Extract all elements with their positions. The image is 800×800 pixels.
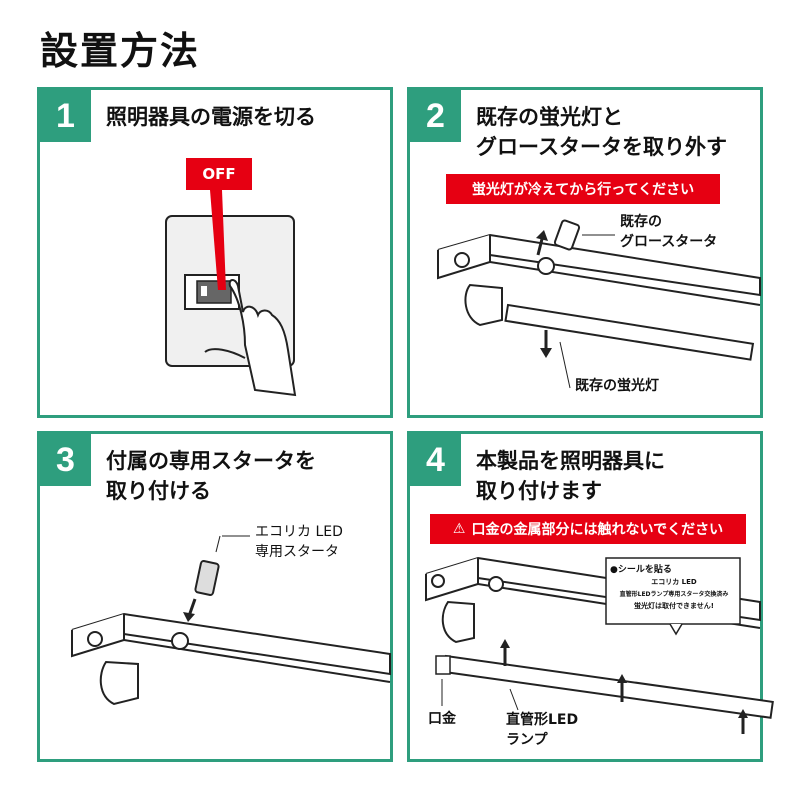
install-lamp-illustration <box>425 556 774 734</box>
step-4-panel: 4 本製品を照明器具に 取り付けます ⚠ 口金の金属部分には触れないでください … <box>407 431 774 762</box>
step-number: 4 <box>410 434 461 486</box>
step-heading: 照明器具の電源を切る <box>106 105 316 129</box>
step-number: 1 <box>40 90 91 142</box>
off-label: OFF <box>202 165 236 183</box>
warning-banner: 蛍光灯が冷えてから行ってください <box>446 174 720 204</box>
removal-illustration <box>437 219 761 389</box>
sticker: ●シールを貼る エコリカ LED 直管形LEDランプ専用スタータ交換済み 蛍光灯… <box>610 562 738 611</box>
lamp-label: 直管形LED ランプ <box>506 712 579 748</box>
page-title: 設置方法 <box>40 29 201 73</box>
step-heading: 付属の専用スタータを 取り付ける <box>106 449 316 503</box>
cap-label: 口金 <box>428 711 456 727</box>
install-starter-illustration <box>71 535 391 706</box>
switch-illustration <box>165 158 297 397</box>
starter-label: 既存の グロースタータ <box>620 214 718 250</box>
lamp-label: 既存の蛍光灯 <box>575 378 659 394</box>
step-heading: 既存の蛍光灯と グロースタータを取り外す <box>476 105 727 159</box>
step-heading: 本製品を照明器具に 取り付けます <box>476 449 665 503</box>
step-number: 2 <box>410 90 461 142</box>
step-2-panel: 2 既存の蛍光灯と グロースタータを取り外す 蛍光灯が冷えてから行ってください … <box>407 87 763 418</box>
starter-label: エコリカ LED 専用スタータ <box>255 524 343 560</box>
sticker-line1: 直管形LEDランプ専用スタータ交換済み <box>619 591 729 598</box>
sticker-line2: 蛍光灯は取付できません! <box>634 602 714 610</box>
step-number: 3 <box>40 434 91 486</box>
sticker-title: ●シールを貼る <box>610 565 672 575</box>
step-1-panel: 1 照明器具の電源を切る OFF <box>37 87 393 418</box>
sticker-brand: エコリカ LED <box>651 578 697 586</box>
warning-icon: ⚠ <box>452 521 466 537</box>
step-3-panel: 3 付属の専用スタータを 取り付ける エコリカ LED 専用スタータ <box>37 431 393 762</box>
warning-banner: ⚠ 口金の金属部分には触れないでください <box>430 514 746 544</box>
